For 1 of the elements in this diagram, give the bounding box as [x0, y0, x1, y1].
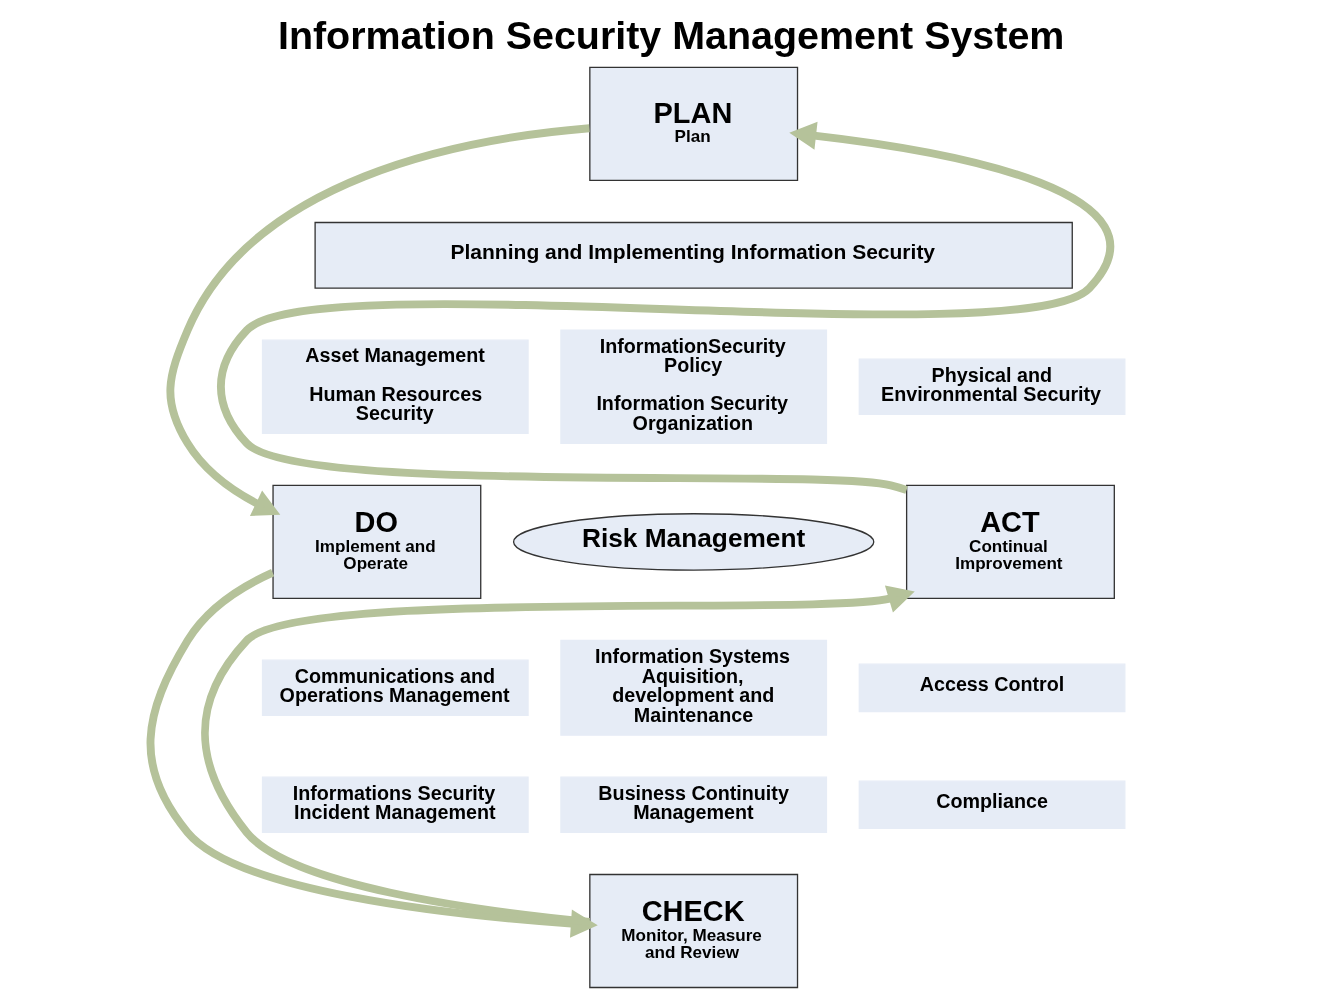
diagram-title: Information Security Management System: [277, 12, 1065, 57]
